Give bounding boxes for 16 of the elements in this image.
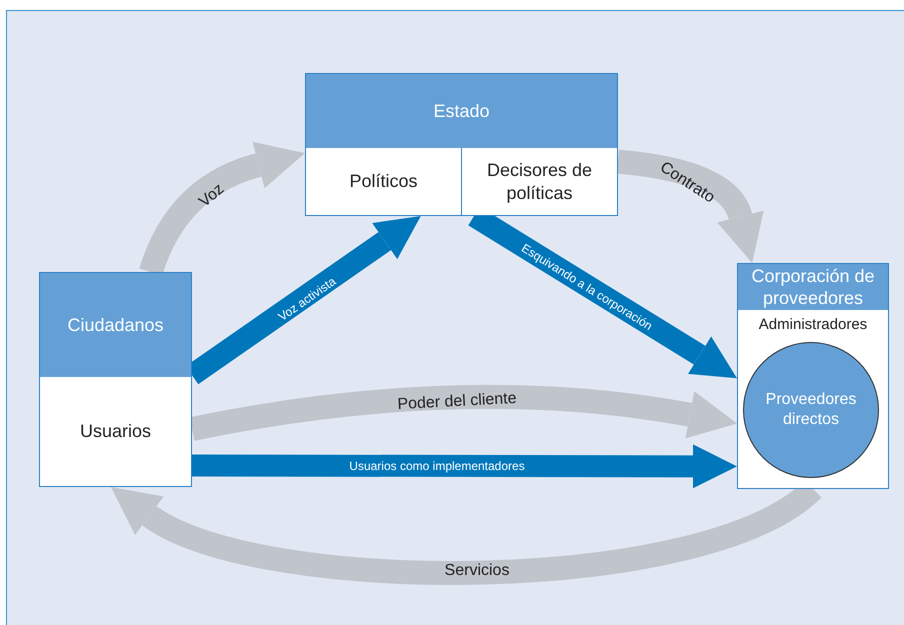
arrow [192,444,737,488]
text-cell: Políticos [306,148,461,215]
edge-label: Voz [196,181,228,211]
group-box [305,73,618,216]
edge-label: Poder del cliente [397,390,517,414]
box-heading: Estado [306,74,617,148]
arrow [616,150,764,262]
box-subtitle: Administradores [758,315,868,335]
group-box [39,272,192,487]
text-cell: Usuarios [40,377,191,486]
edge-label: Servicios [444,563,510,579]
box-heading: Ciudadanos [40,273,191,377]
box-heading: Corporación de proveedores [738,264,888,310]
group-box [737,263,889,489]
edge-label: Usuarios como implementadores [349,460,525,472]
text-cell: Decisores de políticas [461,148,617,215]
